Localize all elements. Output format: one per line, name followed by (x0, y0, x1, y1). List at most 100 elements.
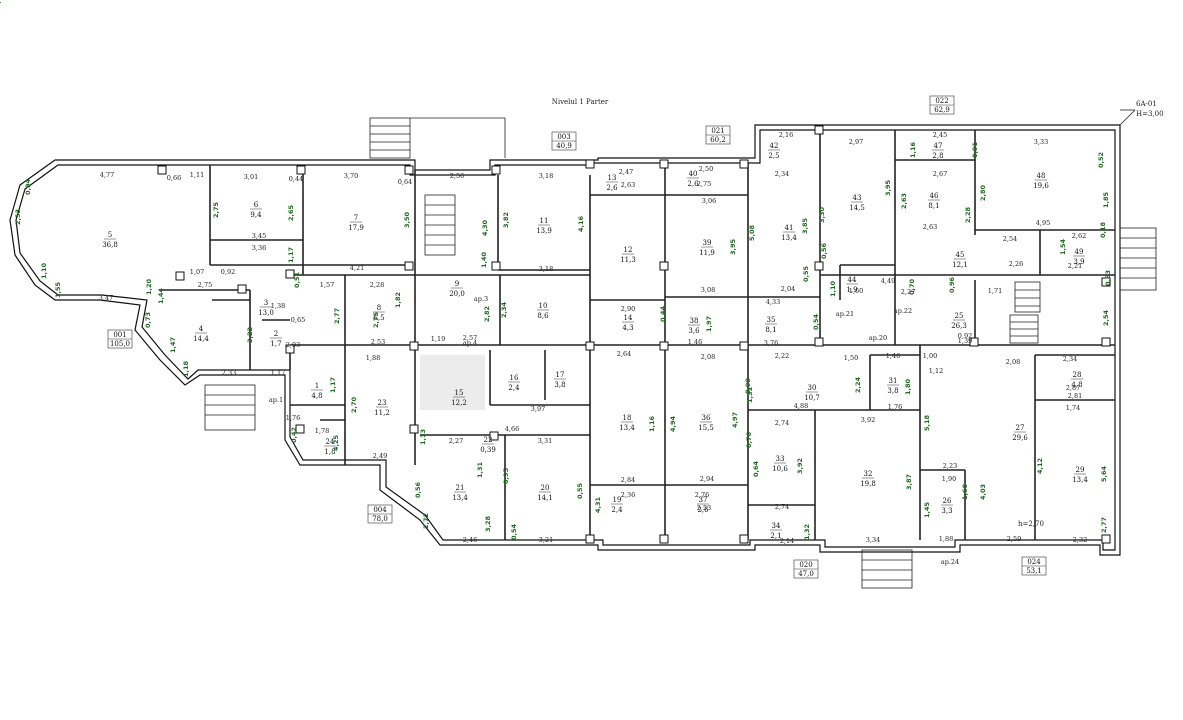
green-dimension: 3,85 (801, 218, 809, 235)
dimension-label: 2,62 (1072, 232, 1086, 240)
room-label: 284,8 (1071, 371, 1083, 389)
room-label: 441,9 (846, 276, 858, 294)
room-label: 536,8 (102, 231, 118, 249)
dimension-label: 1,07 (190, 268, 204, 276)
dimension-label: 2,97 (849, 138, 863, 146)
dimension-label: 3,01 (244, 173, 258, 181)
dimension-label: 1,39 (958, 337, 972, 345)
room-number: 13 (608, 174, 617, 182)
green-dimension: 2,24 (854, 377, 862, 394)
green-dimension: 2,77 (1100, 517, 1108, 533)
green-dimension: 2,28 (964, 207, 972, 224)
dimension-label: 2,75 (697, 180, 711, 188)
green-dimension: 3,28 (484, 516, 492, 533)
dimension-label: 1,46 (688, 338, 702, 346)
room-label: 192,4 (611, 496, 623, 514)
green-dimension: 1,82 (394, 292, 402, 308)
dimension-label: 2,23 (943, 462, 957, 470)
green-dimension: 4,12 (1036, 458, 1044, 474)
room-area: 1,7 (270, 340, 281, 348)
green-dimension: 2,72 (422, 513, 430, 529)
green-dimension: 2,53 (14, 209, 22, 225)
green-dimension: 1,54 (1059, 239, 1067, 256)
green-dimension: 4,30 (481, 220, 489, 237)
green-dimension: 4,94 (669, 416, 677, 433)
zone-area: 62,9 (934, 106, 950, 114)
room-area: 3,6 (688, 327, 700, 335)
dimension-label: 1,60 (849, 287, 863, 295)
zone-area: 40,9 (556, 142, 572, 150)
room-label: 313,0 (258, 299, 274, 317)
room-number: 8 (377, 304, 381, 312)
green-dimension: 2,82 (483, 306, 491, 322)
dimension-label: 2,74 (775, 419, 789, 427)
room-number: 32 (864, 470, 873, 478)
room-number: 42 (770, 142, 779, 150)
dimension-label: 4,88 (794, 402, 808, 410)
room-label: 241,8 (324, 438, 336, 456)
green-dimension: 1,18 (182, 361, 190, 378)
dimension-label: 3,18 (539, 172, 553, 180)
dimension-label: 1,17 (271, 369, 285, 377)
room-number: 9 (455, 280, 459, 288)
green-dimension: 0,44 (659, 306, 667, 323)
room-number: 47 (934, 142, 943, 150)
room-area: 10,6 (772, 465, 788, 473)
room-number: 12 (624, 246, 633, 254)
dimension-label: 2,75 (198, 281, 212, 289)
room-area: 20,0 (449, 290, 465, 298)
staircase-label: ap.20 (869, 334, 887, 342)
room-label: 132,6 (606, 174, 618, 192)
green-dimension: 1,45 (923, 502, 931, 519)
room-area: 14,1 (537, 494, 553, 502)
interior-walls (160, 130, 1115, 540)
room-area: 11,3 (620, 256, 636, 264)
corner-note-height: H=3,00 (1136, 110, 1164, 118)
dimension-label: 3,45 (252, 232, 266, 240)
corner-note-code: 6A-01 (1136, 100, 1157, 108)
dimension-label: 2,46 (463, 536, 477, 544)
room-area: 8,6 (537, 312, 549, 320)
dimension-label: 4,21 (350, 264, 364, 272)
dimension-label: 3,06 (702, 197, 716, 205)
staircase-label: ap.4 (463, 339, 477, 347)
green-dimension: 0,55 (576, 483, 584, 500)
green-dimension: 1,47 (169, 337, 177, 353)
room-label: 86,5 (373, 304, 385, 322)
green-dimension: 1,32 (803, 524, 811, 540)
room-area: 3,3 (941, 507, 952, 515)
dimension-label: 3,34 (866, 536, 880, 544)
stairs (204, 109, 1157, 589)
dimension-label: 2,27 (901, 288, 915, 296)
room-area: 2,6 (606, 184, 618, 192)
green-dimension: 0,51 (293, 272, 301, 289)
room-label: 472,8 (932, 142, 944, 160)
dimension-label: 2,26 (1009, 260, 1023, 268)
zone-id: 004 (373, 506, 387, 514)
green-dimension: 0,99 (744, 378, 752, 395)
room-area: 6,5 (373, 314, 384, 322)
dimension-label: 3,70 (344, 172, 358, 180)
green-dimension: 1,40 (480, 252, 488, 269)
dimension-label: 2,67 (933, 170, 947, 178)
columns (157, 125, 1111, 544)
room-number: 35 (767, 316, 776, 324)
staircase-label: ap.1 (269, 396, 283, 404)
dimension-label: 1,46 (886, 352, 900, 360)
room-number: 27 (1016, 424, 1025, 432)
green-dimension: 2,77 (333, 308, 341, 324)
green-dimension: 1,16 (648, 416, 656, 433)
dimension-label: 1,78 (315, 427, 329, 435)
room-area: 3,8 (887, 387, 898, 395)
green-dimension: 0,91 (971, 142, 979, 159)
room-number: 30 (808, 384, 817, 392)
room-label: 422,5 (768, 142, 780, 160)
dimension-label: 3,08 (701, 286, 715, 294)
room-label: 12 11,3 (620, 246, 636, 264)
dimension-label: 1,00 (923, 352, 937, 360)
